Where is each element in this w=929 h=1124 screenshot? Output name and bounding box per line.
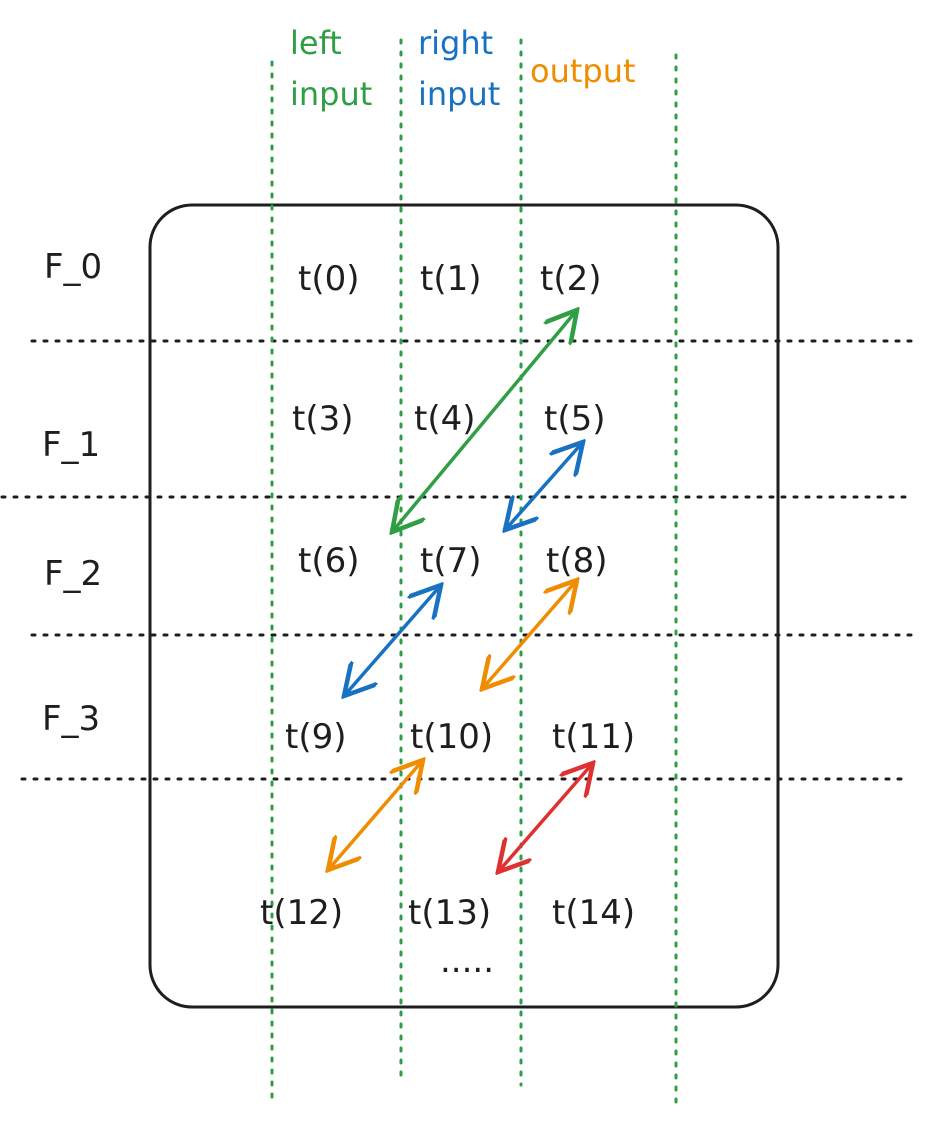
frame-container [148,203,780,1009]
cell-t11: t(11) [552,717,635,757]
arrow-t7-t9 [344,585,441,696]
header-left-line1: left [290,24,342,62]
cell-t6: t(6) [298,541,360,581]
cell-t4: t(4) [414,399,476,439]
arrow-t8-t10 [482,580,577,689]
row-label-f0: F_0 [44,247,102,287]
header-output: output [530,52,636,90]
cell-t10: t(10) [410,717,493,757]
cell-t0: t(0) [298,259,360,299]
row-label-f2: F_2 [44,554,102,594]
arrow-t10-t12 [328,760,423,870]
cell-t14: t(14) [552,893,635,933]
row-label-f3: F_3 [42,699,100,739]
cell-t9: t(9) [285,717,347,757]
cell-t2: t(2) [540,259,602,299]
arrow-t11-t13 [498,763,593,872]
row-label-f1: F_1 [42,425,100,465]
cell-t12: t(12) [260,893,343,933]
row-separators [0,339,914,781]
cell-t5: t(5) [544,399,606,439]
cell-t1: t(1) [420,259,482,299]
header-left-line2: input [290,75,372,113]
cell-t7: t(7) [420,541,482,581]
arrow-t5-t7 [505,442,583,530]
header-right-line1: right [418,24,493,62]
cell-t13: t(13) [408,893,491,933]
cell-t3: t(3) [292,399,354,439]
cell-t8: t(8) [546,541,608,581]
column-lines [270,38,678,1107]
header-right-line2: input [418,75,500,113]
arrow-t2-t6 [392,310,577,532]
ellipsis: ..... [440,941,494,981]
